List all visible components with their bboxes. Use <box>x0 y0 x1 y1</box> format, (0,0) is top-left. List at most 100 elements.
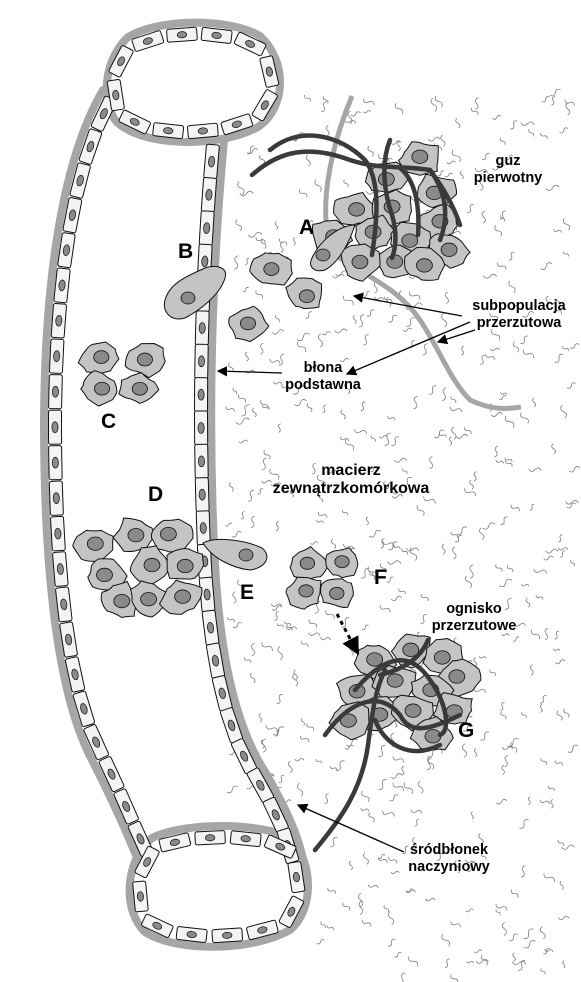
ecm-fiber <box>502 747 513 750</box>
ecm-fiber <box>569 467 580 472</box>
ecm-fiber <box>391 437 398 446</box>
micrometastasis-cell-f <box>321 579 354 608</box>
ecm-fiber <box>512 961 525 964</box>
arrested-cell-d <box>160 580 202 614</box>
ecm-fiber <box>388 315 397 322</box>
ecm-fiber <box>450 407 462 412</box>
ecm-fiber <box>456 118 460 128</box>
ecm-fiber <box>297 783 302 796</box>
ecm-fiber <box>266 725 278 732</box>
ecm-fiber <box>441 313 446 327</box>
ecm-fiber <box>480 732 489 740</box>
ecm-fiber <box>555 760 563 765</box>
endothelial-nucleus <box>198 356 204 367</box>
endothelial-cell <box>201 27 232 43</box>
ecm-fiber <box>321 102 327 112</box>
ecm-fiber <box>482 211 486 223</box>
ecm-fiber <box>409 957 418 967</box>
label-metastatic-subpopulation-line1: subpopulacja <box>472 298 565 315</box>
ecm-fiber <box>301 641 308 647</box>
ecm-fiber <box>393 756 404 762</box>
ecm-fiber <box>351 112 361 116</box>
endothelial-cell <box>153 123 184 139</box>
ecm-fiber <box>568 745 578 752</box>
ecm-fiber <box>426 898 435 901</box>
ecm-fiber <box>467 961 474 963</box>
ecm-fiber <box>523 350 533 358</box>
ecm-fiber <box>294 670 298 680</box>
ecm-fiber <box>505 755 508 766</box>
ecm-fiber <box>420 614 426 623</box>
ecm-fiber <box>554 631 559 639</box>
cell-nucleus <box>137 353 152 366</box>
ecm-fiber <box>530 665 533 676</box>
ecm-fiber <box>260 343 263 354</box>
ecm-fiber <box>501 712 506 720</box>
ecm-fiber <box>317 940 325 944</box>
ecm-fiber <box>354 429 366 434</box>
ecm-fiber <box>556 660 565 664</box>
ecm-fiber <box>341 410 346 420</box>
ecm-fiber <box>474 472 476 481</box>
ecm-fiber <box>391 871 399 873</box>
ecm-fiber <box>256 237 265 243</box>
ecm-fiber <box>564 709 569 718</box>
arrow-subpopulation-1 <box>354 296 462 316</box>
ecm-fiber <box>335 271 347 276</box>
ecm-fiber <box>233 388 237 395</box>
ecm-fiber <box>234 256 238 269</box>
ecm-fiber <box>483 274 496 278</box>
ecm-fiber <box>449 437 451 446</box>
ecm-fiber <box>331 539 335 549</box>
ecm-fiber <box>486 354 495 360</box>
ecm-fiber <box>367 310 374 316</box>
ecm-fiber <box>406 318 415 327</box>
endothelial-nucleus <box>52 457 58 468</box>
label-metastatic-focus-line1: ognisko <box>432 601 517 618</box>
endothelial-nucleus <box>52 422 58 433</box>
ecm-fiber <box>225 523 232 526</box>
cell-nucleus <box>175 590 191 603</box>
ecm-fiber <box>393 783 403 791</box>
ecm-fiber <box>322 405 325 412</box>
ecm-fiber <box>507 566 513 573</box>
arrested-cell-d <box>151 519 193 552</box>
ecm-fiber <box>306 155 310 167</box>
ecm-fiber <box>409 292 420 300</box>
endothelial-nucleus <box>201 256 208 267</box>
ecm-fiber <box>536 595 543 599</box>
endothelial-nucleus <box>52 386 58 397</box>
endothelial-cell <box>51 303 66 338</box>
ecm-fiber <box>418 781 423 793</box>
ecm-fiber <box>243 287 249 291</box>
ecm-fiber <box>558 916 569 920</box>
ecm-fiber <box>364 291 370 296</box>
cell-nucleus <box>299 290 314 303</box>
stage-letter-b: B <box>178 240 193 264</box>
endothelial-cell <box>212 928 243 943</box>
endothelial-cell <box>133 881 149 912</box>
arrested-cell-d <box>113 518 155 551</box>
micrometastasis-cell-f <box>290 547 328 581</box>
ecm-fiber <box>442 544 445 554</box>
cell-nucleus <box>177 559 193 572</box>
ecm-fiber <box>391 596 402 600</box>
ecm-fiber <box>479 656 486 658</box>
ecm-fiber <box>500 702 504 710</box>
ecm-fiber <box>307 403 312 412</box>
ecm-fiber <box>471 812 473 819</box>
cell-nucleus <box>316 249 330 261</box>
label-extracellular-matrix-line2: zewnątrzkomórkowa <box>273 480 429 498</box>
ecm-fiber <box>306 312 312 319</box>
ecm-fiber <box>560 128 568 133</box>
endothelial-cell <box>195 478 209 512</box>
ecm-fiber <box>343 296 353 306</box>
cell-nucleus <box>335 556 349 568</box>
ecm-fiber <box>563 961 565 968</box>
ecm-fiber <box>277 694 283 703</box>
ecm-fiber <box>325 794 329 804</box>
endothelial-cell <box>204 144 220 179</box>
endothelial-cell <box>199 211 214 246</box>
ecm-fiber <box>474 749 477 757</box>
ecm-fiber <box>531 630 539 639</box>
